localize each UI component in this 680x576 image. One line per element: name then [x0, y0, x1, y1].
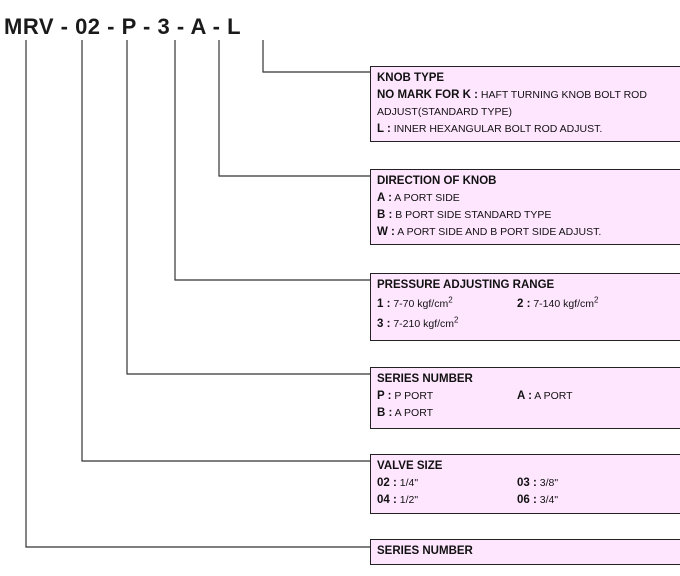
- option-value: P PORT: [391, 390, 434, 402]
- option-key: 06 :: [517, 494, 537, 506]
- option-key: B :: [377, 407, 393, 419]
- option-key: 04 :: [377, 494, 397, 506]
- option-value: B PORT SIDE STANDARD TYPE: [392, 209, 552, 221]
- code-knob: L: [227, 14, 242, 39]
- option-value: HAFT TURNING KNOB BOLT ROD: [477, 89, 647, 101]
- model-code: MRV - 02 - P - 3 - A - L: [4, 14, 241, 40]
- valve-size-title: VALVE SIZE: [377, 460, 443, 472]
- unit-superscript: 2: [448, 295, 453, 305]
- direction-title: DIRECTION OF KNOB: [377, 175, 497, 187]
- unit-superscript: 2: [454, 315, 459, 325]
- code-series: MRV: [4, 14, 54, 39]
- code-sep: -: [136, 14, 158, 39]
- series-box: SERIES NUMBER P : P PORT A : A PORT B : …: [370, 367, 680, 429]
- leader-valve-size: [81, 40, 370, 462]
- code-sep: -: [170, 14, 191, 39]
- option-key: NO MARK FOR K :: [377, 89, 478, 101]
- option-value: A PORT SIDE AND B PORT SIDE ADJUST.: [394, 226, 602, 238]
- leader-direction: [218, 40, 370, 177]
- unit-superscript: 2: [594, 295, 599, 305]
- option-key: 1 :: [377, 298, 391, 310]
- series-title: SERIES NUMBER: [377, 373, 473, 385]
- code-port: P: [121, 14, 137, 39]
- direction-box: DIRECTION OF KNOB A : A PORT SIDE B : B …: [370, 169, 680, 245]
- leader-knob-type: [262, 40, 370, 73]
- option-value: A PORT: [531, 390, 573, 402]
- code-sep: -: [206, 14, 228, 39]
- option-value: A PORT: [392, 407, 434, 419]
- option-value: 7-140 kgf/cm: [530, 298, 595, 310]
- option-key: P :: [377, 390, 392, 402]
- series-bottom-title: SERIES NUMBER: [377, 545, 473, 557]
- code-size: 02: [75, 14, 101, 39]
- leader-pressure: [174, 40, 370, 281]
- option-value: 7-70 kgf/cm: [390, 298, 449, 310]
- pressure-title: PRESSURE ADJUSTING RANGE: [377, 279, 555, 291]
- option-key: L :: [377, 123, 391, 135]
- knob-type-title: KNOB TYPE: [377, 72, 445, 84]
- option-key: B :: [377, 209, 393, 221]
- option-value: INNER HEXANGULAR BOLT ROD ADJUST.: [390, 123, 603, 135]
- leader-series-bottom: [25, 40, 370, 548]
- valve-size-box: VALVE SIZE 02 : 1/4" 03 : 3/8" 04 : 1/2"…: [370, 454, 680, 514]
- code-pressure: 3: [157, 14, 171, 39]
- code-sep: -: [100, 14, 122, 39]
- code-direction: A: [190, 14, 207, 39]
- option-key: A :: [517, 390, 532, 402]
- option-value: A PORT SIDE: [391, 192, 460, 204]
- series-bottom-box: SERIES NUMBER: [370, 539, 680, 565]
- option-value: 1/2": [396, 494, 419, 506]
- option-key: A :: [377, 192, 392, 204]
- option-key: 03 :: [517, 477, 537, 489]
- option-value: 3/8": [536, 477, 559, 489]
- option-value: 7-210 kgf/cm: [390, 318, 455, 330]
- option-key: 2 :: [517, 298, 531, 310]
- code-sep: -: [54, 14, 76, 39]
- leader-series: [126, 40, 370, 375]
- option-value: 3/4": [536, 494, 559, 506]
- option-key: 02 :: [377, 477, 397, 489]
- option-key: 3 :: [377, 318, 391, 330]
- pressure-box: PRESSURE ADJUSTING RANGE 1 : 7-70 kgf/cm…: [370, 273, 680, 341]
- option-value: 1/4": [396, 477, 419, 489]
- option-value: ADJUST(STANDARD TYPE): [377, 106, 512, 118]
- option-key: W :: [377, 226, 395, 238]
- knob-type-box: KNOB TYPE NO MARK FOR K : HAFT TURNING K…: [370, 66, 680, 142]
